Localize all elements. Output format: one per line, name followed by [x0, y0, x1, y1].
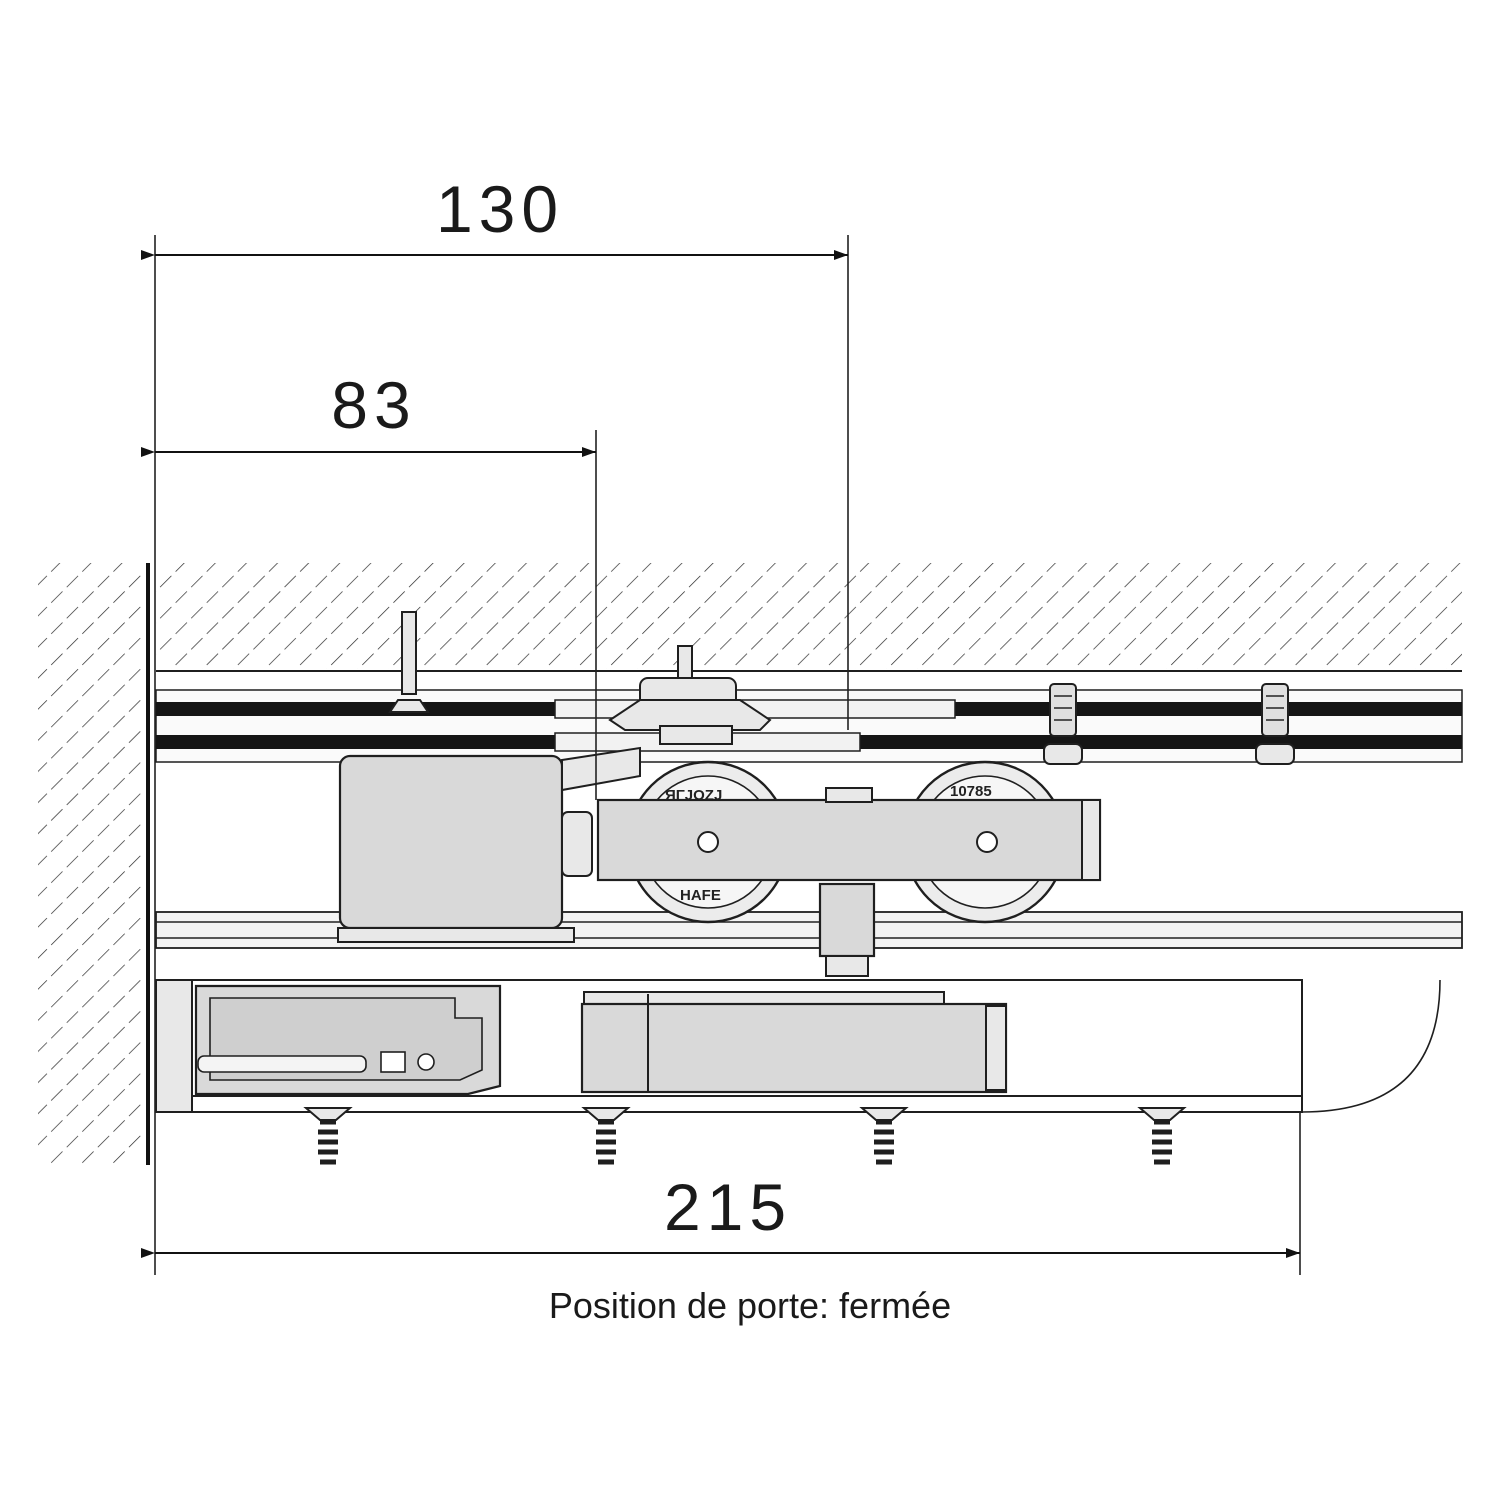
dimension-line-130: 130 — [141, 172, 848, 260]
mounting-screw-4 — [1137, 1107, 1187, 1165]
ceiling — [156, 563, 1462, 672]
mounting-screw-1 — [303, 1107, 353, 1165]
extension-lines — [154, 235, 1301, 1275]
wheel-marking-left-bottom: HAFE — [680, 887, 721, 904]
damper-block — [337, 746, 641, 943]
carriage-plate — [596, 787, 1102, 882]
center-bracket — [608, 645, 772, 745]
fixing-screw-left — [388, 611, 430, 713]
mounting-screw-3 — [859, 1107, 909, 1165]
hanger-post — [818, 882, 876, 977]
dimension-label-83: 83 — [331, 368, 416, 442]
dimension-label-215: 215 — [664, 1170, 792, 1244]
wheel-marking-right-top: 10785 — [950, 783, 992, 800]
dimension-line-83: 83 — [141, 368, 596, 457]
bolt-2 — [1255, 683, 1295, 765]
dimension-label-130: 130 — [436, 172, 564, 246]
mounting-screw-2 — [581, 1107, 631, 1165]
caption: Position de porte: fermée — [549, 1285, 951, 1326]
bolt-1 — [1043, 683, 1083, 765]
soft-close-mechanism — [194, 984, 1008, 1096]
dimension-line-215: 215 — [141, 1170, 1300, 1258]
wall-left — [38, 563, 150, 1165]
